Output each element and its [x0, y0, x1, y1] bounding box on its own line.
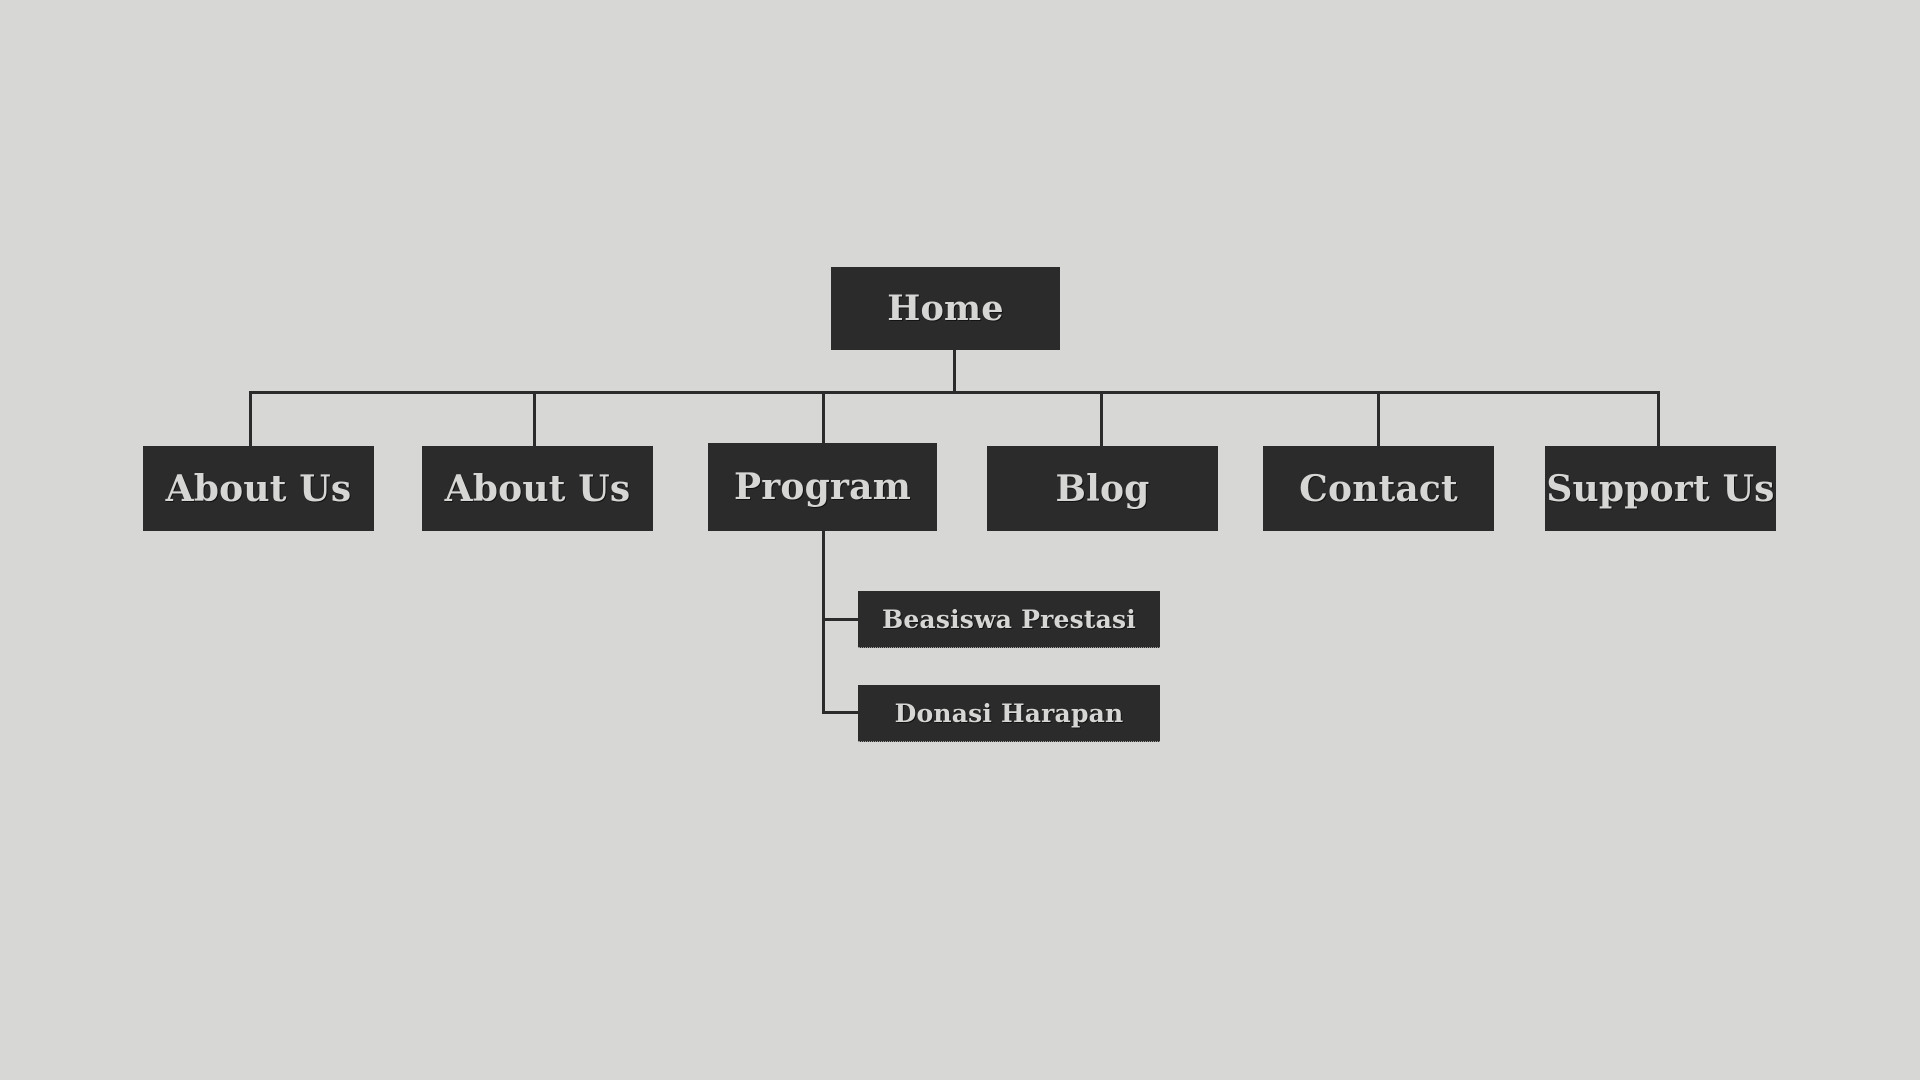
node-blog[interactable]: Blog [987, 446, 1218, 531]
node-home-label: Home [887, 288, 1004, 329]
node-contact-label: Contact [1299, 467, 1458, 510]
node-blog-label: Blog [1055, 467, 1150, 510]
connector-level2-bus [249, 391, 1660, 394]
node-beasiswa-prestasi[interactable]: Beasiswa Prestasi [858, 591, 1160, 648]
node-about-us-2[interactable]: About Us [422, 446, 653, 531]
connector-home-stem [953, 350, 956, 393]
connector-drop-program [822, 391, 825, 446]
node-contact[interactable]: Contact [1263, 446, 1494, 531]
node-home[interactable]: Home [831, 267, 1060, 350]
connector-drop-blog [1100, 391, 1103, 446]
connector-branch-donasi-harapan [822, 711, 858, 714]
node-donasi-harapan-label: Donasi Harapan [894, 698, 1124, 728]
node-program[interactable]: Program [708, 443, 937, 531]
connector-drop-about-us-2 [533, 391, 536, 446]
connector-drop-contact [1377, 391, 1380, 446]
node-support-us[interactable]: Support Us [1545, 446, 1776, 531]
connector-drop-support-us [1657, 391, 1660, 446]
connector-branch-beasiswa-prestasi [822, 618, 858, 621]
node-beasiswa-prestasi-label: Beasiswa Prestasi [882, 604, 1136, 634]
node-program-label: Program [733, 466, 911, 508]
node-donasi-harapan[interactable]: Donasi Harapan [858, 685, 1160, 742]
node-about-us-2-label: About Us [444, 467, 631, 510]
node-support-us-label: Support Us [1546, 467, 1775, 510]
connector-program-trunk [822, 531, 825, 714]
node-about-us-1-label: About Us [165, 467, 352, 510]
connector-drop-about-us-1 [249, 391, 252, 446]
node-about-us-1[interactable]: About Us [143, 446, 374, 531]
